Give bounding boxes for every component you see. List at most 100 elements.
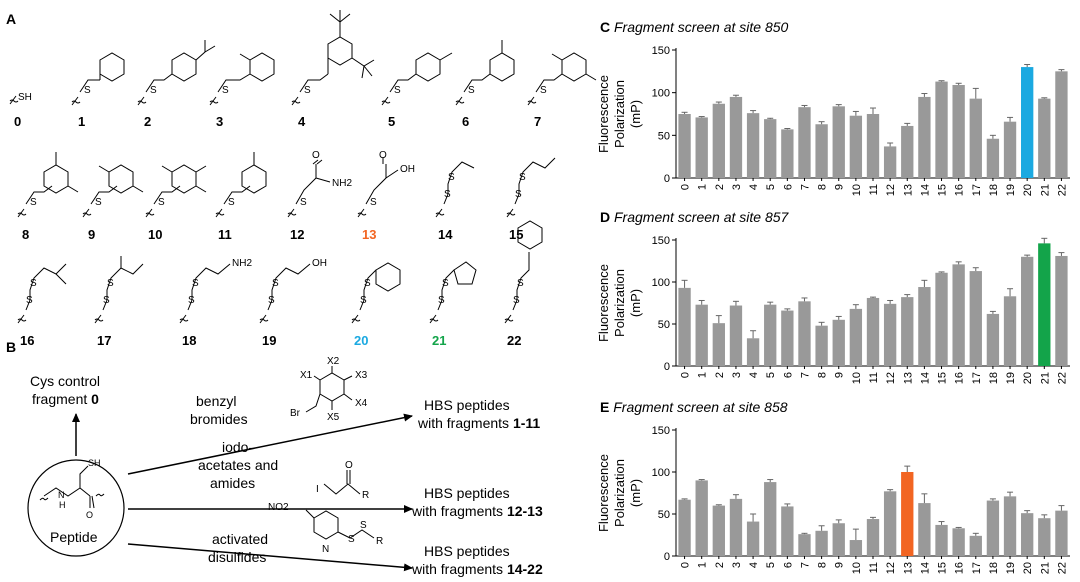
disulfide-structure xyxy=(305,509,375,540)
bar xyxy=(866,519,880,556)
x-tick-label: 17 xyxy=(971,372,983,384)
atom-s-9: S xyxy=(95,197,102,208)
atom-s-10: S xyxy=(158,197,165,208)
x-tick-label: 7 xyxy=(799,372,811,378)
atom-x3: X3 xyxy=(355,370,368,381)
x-tick-label: 18 xyxy=(988,562,1000,574)
y-axis-label-line1: Fluorescence xyxy=(596,75,611,153)
atom-r-disulfide: R xyxy=(376,536,383,547)
x-tick-label: 3 xyxy=(731,372,743,378)
x-tick-label: 9 xyxy=(834,184,846,190)
x-tick-label: 18 xyxy=(988,184,1000,196)
atom-s-18b: S xyxy=(192,278,199,289)
bar xyxy=(969,98,982,178)
fragment-label-9: 9 xyxy=(88,227,95,242)
atom-s-12: S xyxy=(300,197,307,208)
x-tick-label: 10 xyxy=(851,184,863,196)
bar xyxy=(952,528,965,556)
fragment-label-16: 16 xyxy=(20,333,34,348)
y-axis-label-line3: (mP) xyxy=(628,289,643,317)
x-tick-label: 4 xyxy=(748,562,760,568)
x-tick-label: 11 xyxy=(868,372,880,383)
atom-s-13: S xyxy=(370,197,377,208)
bar xyxy=(986,500,1000,556)
chart-title-text: Fragment screen at site 857 xyxy=(614,209,790,225)
atom-s-4: S xyxy=(304,85,311,96)
fragment-label-20: 20 xyxy=(354,333,368,348)
peptide-label: Peptide xyxy=(50,529,98,545)
bar xyxy=(798,534,811,556)
x-tick-label: 22 xyxy=(1056,184,1068,196)
bar xyxy=(781,129,794,178)
atom-s-2: S xyxy=(150,85,157,96)
cys-control-line2: fragment 0 xyxy=(32,391,99,407)
atom-o-12: O xyxy=(312,150,320,161)
atom-s-22b: S xyxy=(517,278,524,289)
atom-n-pyridine: N xyxy=(322,544,329,555)
fragment-label-5: 5 xyxy=(388,114,395,129)
x-tick-label: 14 xyxy=(919,184,931,196)
chart-panel-c: C Fragment screen at site 850Fluorescenc… xyxy=(596,19,1070,196)
fragment-label-12: 12 xyxy=(290,227,304,242)
y-tick-label: 50 xyxy=(658,319,670,331)
y-tick-label: 100 xyxy=(652,88,670,100)
route2-reagent-line1: iodo- xyxy=(222,439,253,455)
x-tick-label: 16 xyxy=(954,562,966,574)
x-tick-label: 22 xyxy=(1056,562,1068,574)
bar xyxy=(729,498,743,556)
x-tick-label: 19 xyxy=(1005,372,1017,384)
bar xyxy=(849,540,863,556)
bar xyxy=(883,146,897,178)
bar xyxy=(1038,243,1051,366)
x-tick-label: 5 xyxy=(765,562,777,568)
bar xyxy=(1055,71,1068,178)
atom-br: Br xyxy=(290,408,301,419)
fragment-label-14: 14 xyxy=(438,227,453,242)
x-tick-label: 5 xyxy=(765,184,777,190)
fragment-label-1: 1 xyxy=(78,114,85,129)
atom-s-17a: S xyxy=(103,295,110,306)
atom-x1: X1 xyxy=(300,370,313,381)
route3-arrow xyxy=(127,543,413,572)
cys-o: O xyxy=(86,510,93,520)
atom-s-20a: S xyxy=(360,295,367,306)
x-tick-label: 9 xyxy=(834,372,846,378)
chart-panel-e: E Fragment screen at site 858Fluorescenc… xyxy=(596,399,1070,574)
bar xyxy=(832,106,845,178)
x-tick-label: 1 xyxy=(697,184,709,190)
bar xyxy=(866,297,880,366)
y-axis-label-line2: Polarization xyxy=(612,269,627,337)
bar xyxy=(764,304,777,366)
bar xyxy=(781,506,794,556)
x-tick-label: 13 xyxy=(902,372,914,384)
cys-h: H xyxy=(59,500,66,510)
bar xyxy=(712,323,725,366)
x-tick-label: 13 xyxy=(902,184,914,196)
atom-r-iodo: R xyxy=(362,490,369,501)
atom-nh2-18: NH2 xyxy=(232,258,252,269)
product2-line1: HBS peptides xyxy=(424,485,510,501)
fragment-label-3: 3 xyxy=(216,114,223,129)
atom-no2: NO2 xyxy=(268,502,289,513)
x-tick-label: 6 xyxy=(782,562,794,568)
cys-sh: SH xyxy=(88,458,101,468)
atom-s-3: S xyxy=(222,85,229,96)
bar xyxy=(678,114,691,178)
bar xyxy=(901,472,914,556)
x-tick-label: 20 xyxy=(1022,184,1034,196)
y-axis-label-line2: Polarization xyxy=(612,459,627,527)
x-tick-label: 13 xyxy=(902,562,914,574)
fragment-label-7: 7 xyxy=(534,114,541,129)
atom-oh-19: OH xyxy=(312,258,327,269)
bar xyxy=(815,325,828,366)
chart-title-text: Fragment screen at site 858 xyxy=(613,399,788,415)
bar xyxy=(1038,98,1051,178)
bar xyxy=(1021,67,1034,178)
atom-s-8: S xyxy=(30,197,37,208)
x-tick-label: 15 xyxy=(937,372,949,384)
y-tick-label: 50 xyxy=(658,130,670,142)
y-tick-label: 150 xyxy=(652,235,670,247)
x-tick-label: 3 xyxy=(731,184,743,190)
x-tick-label: 17 xyxy=(971,184,983,196)
x-tick-label: 22 xyxy=(1056,372,1068,384)
